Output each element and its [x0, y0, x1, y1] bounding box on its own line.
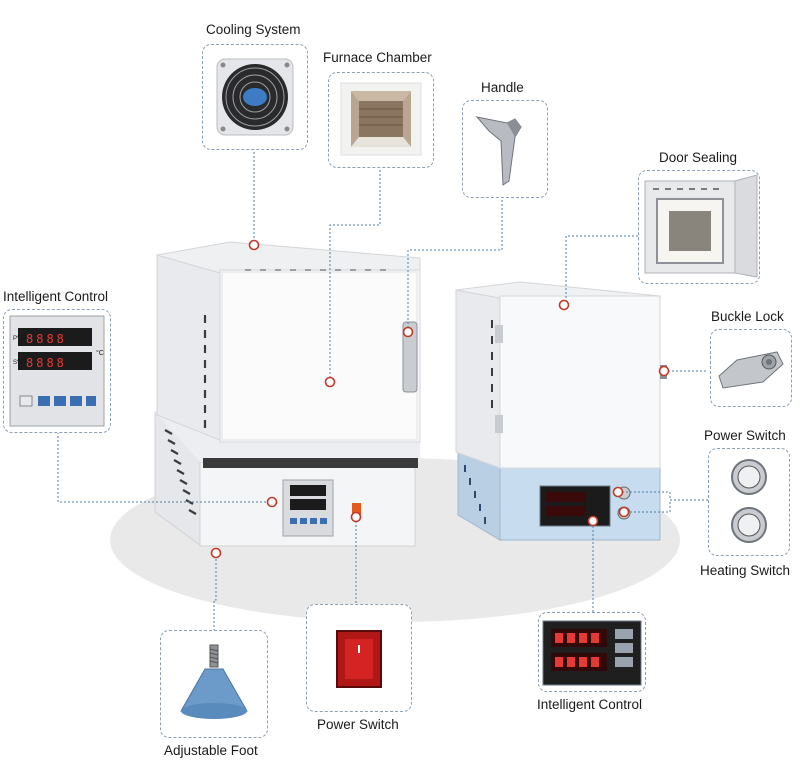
adjustable-foot-icon	[180, 644, 248, 719]
power-switch-bottom-box	[306, 604, 412, 712]
chamber-icon	[340, 82, 422, 156]
controller-icon	[542, 620, 642, 686]
left-furnace	[154, 241, 421, 547]
handle-box	[462, 100, 548, 198]
round-switch-icon	[731, 459, 767, 495]
handle-icon	[475, 116, 522, 186]
label-adjustable-foot: Adjustable Foot	[164, 743, 258, 758]
adjustable-foot-box	[160, 630, 268, 738]
label-power-switch-right: Power Switch	[704, 428, 786, 443]
label-furnace-chamber: Furnace Chamber	[323, 50, 432, 65]
sv-display: 8888	[26, 356, 67, 370]
door-sealing-box	[638, 170, 760, 284]
callout-dots	[210, 239, 670, 559]
label-intelligent-control-left: Intelligent Control	[3, 289, 109, 304]
furnace-chamber-box	[328, 72, 434, 168]
label-heating-switch: Heating Switch	[700, 563, 791, 578]
controller-icon	[9, 315, 105, 427]
unit-label: °C	[96, 350, 104, 357]
right-furnace	[455, 281, 667, 541]
leader-lines	[57, 148, 708, 632]
rocker-switch-icon	[336, 630, 382, 688]
buckle-lock-box	[710, 329, 792, 407]
label-door-sealing: Door Sealing	[659, 150, 738, 165]
intelligent-control-bottom-box	[538, 612, 646, 692]
pv-label: PV	[13, 336, 22, 342]
round-switches	[731, 459, 767, 543]
label-handle: Handle	[481, 80, 524, 95]
label-power-switch-bottom: Power Switch	[317, 717, 399, 732]
sv-label: SV	[13, 360, 22, 366]
label-buckle-lock: Buckle Lock	[711, 309, 784, 324]
door-seal-icon	[644, 174, 758, 278]
intelligent-control-left-box: PV SV 8888 8888 °C	[3, 309, 111, 433]
fan-icon	[216, 58, 294, 136]
label-cooling-system: Cooling System	[206, 22, 301, 37]
cooling-system-box	[202, 44, 308, 150]
label-intelligent-control-bottom: Intelligent Control	[537, 697, 643, 712]
pv-display: 8888	[26, 332, 67, 346]
round-switch-icon	[731, 507, 767, 543]
buckle-lock-icon	[718, 351, 784, 389]
switches-box	[708, 448, 790, 556]
